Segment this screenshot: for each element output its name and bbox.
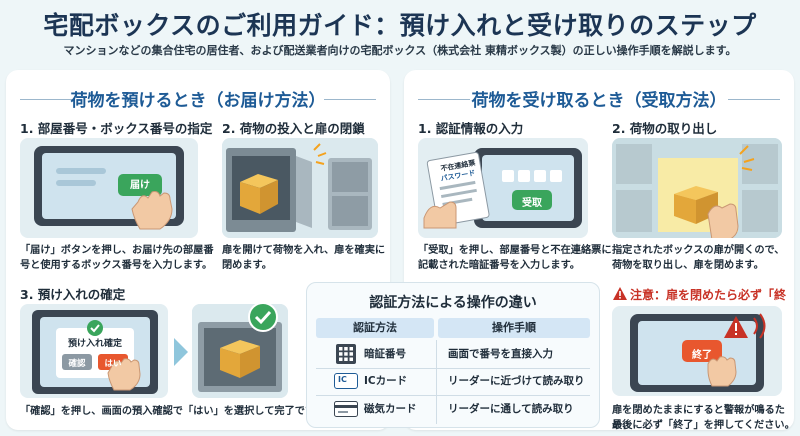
deposit-step1-desc-line1: 「届け」ボタンを押し、お届け先の部屋番: [20, 245, 214, 256]
receive-warning-illustration: [612, 306, 782, 396]
touch-panel-illustration: [34, 146, 184, 230]
deposit-step2-desc-line2: 閉めます。: [222, 260, 272, 271]
auth-row3-method: 磁気カード: [364, 403, 417, 415]
receive-step1-screen-button: 受取: [522, 198, 542, 209]
auth-table-divider: [436, 340, 437, 424]
step-arrow-icon: [174, 338, 188, 366]
receive-title-rule-right: [728, 99, 780, 100]
locker-pickup-illustration: [612, 138, 782, 238]
receive-step1-desc-line2: 記載された暗証番号を入力します。: [418, 260, 580, 271]
deposit-step2-illustration: [222, 138, 378, 238]
auth-table-title: 認証方法による操作の違い: [369, 295, 537, 311]
deposit-step3-title: 3. 預け入れの確定: [20, 287, 126, 302]
receive-step2-title: 2. 荷物の取り出し: [612, 121, 718, 136]
auth-row2-method: ICカード: [364, 375, 408, 387]
receive-title-rule-left: [418, 99, 470, 100]
deposit-step3-desc: 「確認」を押し、画面の預入確認で「はい」を選択して完了です。: [20, 406, 325, 417]
page-subtitle: マンションなどの集合住宅の居住者、および配送業者向けの宅配ボックス（株式会社 東…: [63, 44, 737, 57]
warning-icon: [613, 287, 627, 300]
deposit-step3-locker-illustration: [192, 304, 288, 398]
deposit-step1-desc-line2: 号と使用するボックス番号を入力します。: [20, 260, 213, 271]
locker-open-illustration: [222, 138, 378, 238]
auth-row2-procedure: リーダーに近づけて読み取り: [448, 375, 585, 387]
deposit-step3-illustration: [20, 304, 168, 398]
auth-row-separator-2: [316, 395, 590, 396]
ic-card-icon: IC: [334, 373, 358, 389]
receive-step1-desc-line1: 「受取」を押し、部屋番号と不在連絡票に: [418, 245, 612, 256]
deposit-step1-illustration: [20, 138, 198, 238]
receive-warning-screen-button: 終了: [692, 350, 712, 361]
deposit-title-rule-right: [324, 99, 376, 100]
password-entry-illustration: [423, 148, 582, 229]
receive-step1-title: 1. 認証情報の入力: [418, 121, 524, 136]
deposit-step3-dialog-title: 預け入れ確定: [67, 339, 122, 349]
deposit-step1-screen-button: 届け: [130, 180, 150, 191]
receive-section-title: 荷物を受け取るとき（受取方法）: [471, 91, 727, 111]
confirm-screen-illustration: [32, 310, 158, 394]
check-icon: [248, 302, 278, 332]
deposit-section-title: 荷物を預けるとき（お届け方法）: [70, 91, 326, 111]
auth-row3-procedure: リーダーに通して読み取り: [448, 403, 574, 415]
auth-table-header-method: 認証方法: [316, 318, 434, 338]
auth-table-header-procedure: 操作手順: [438, 318, 590, 338]
receive-step2-desc-line1: 指定されたボックスの扉が開くので、: [612, 245, 785, 256]
receive-step1-illustration: [418, 138, 588, 238]
deposit-step2-title: 2. 荷物の投入と扉の閉鎖: [222, 121, 365, 136]
end-screen-illustration: [630, 313, 766, 392]
receive-step2-illustration: [612, 138, 782, 238]
page-title: 宅配ボックスのご利用ガイド：預け入れと受け取りのステップ: [43, 11, 757, 40]
locker-closed-illustration: [192, 304, 288, 398]
auth-row1-method: 暗証番号: [364, 348, 406, 360]
deposit-step1-title: 1. 部屋番号・ボックス番号の指定: [20, 121, 213, 136]
auth-row1-procedure: 画面で番号を直接入力: [448, 348, 553, 360]
auth-row-separator-1: [316, 368, 590, 369]
deposit-title-rule-left: [20, 99, 72, 100]
ic-card-icon-text: IC: [338, 375, 347, 384]
deposit-step3-yes-button: はい: [104, 359, 122, 369]
deposit-step3-confirm-button: 確認: [68, 359, 86, 369]
receive-warning-desc-line2: 最後に必ず「終了」を押してください。: [612, 420, 795, 431]
receive-warning-desc-line1: 扉を閉めたままにすると警報が鳴るため、: [612, 405, 785, 431]
deposit-step2-desc-line1: 扉を開けて荷物を入れ、扉を確実に: [222, 245, 386, 256]
keypad-icon: [336, 344, 356, 364]
magnetic-card-icon: [334, 401, 358, 417]
receive-step2-desc-line2: 荷物を取り出し、扉を閉めます。: [612, 260, 764, 271]
